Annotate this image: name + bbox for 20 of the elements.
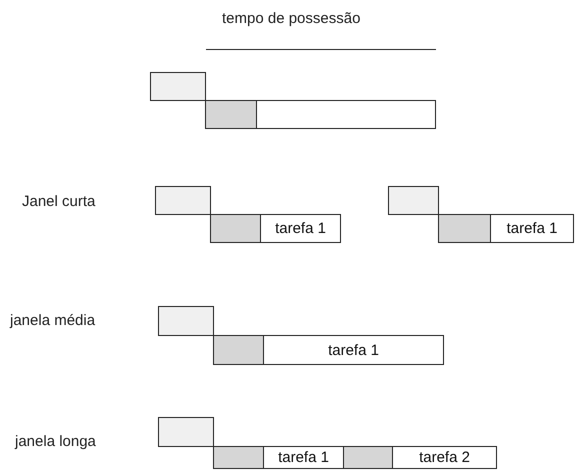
task-bar: tarefa 1 (490, 214, 574, 243)
light-bar (150, 72, 206, 101)
task-bar: tarefa 1 (263, 335, 444, 365)
light-bar (388, 186, 439, 215)
shaded-bar (343, 446, 393, 469)
light-bar (158, 306, 214, 336)
light-bar (158, 417, 214, 447)
light-bar (155, 186, 211, 215)
row-label: janela média (10, 312, 96, 329)
shaded-bar (205, 100, 257, 129)
row-label: Janel curta (22, 193, 96, 210)
shaded-bar (213, 335, 264, 365)
shaded-bar (213, 446, 264, 469)
row-label: janela longa (15, 433, 96, 450)
shaded-bar (210, 214, 261, 243)
axis-title: tempo de possessão (222, 10, 360, 27)
task-bar: tarefa 2 (392, 446, 497, 469)
task-bar: tarefa 1 (260, 214, 341, 243)
shaded-bar (438, 214, 491, 243)
task-bar: tarefa 1 (263, 446, 344, 469)
